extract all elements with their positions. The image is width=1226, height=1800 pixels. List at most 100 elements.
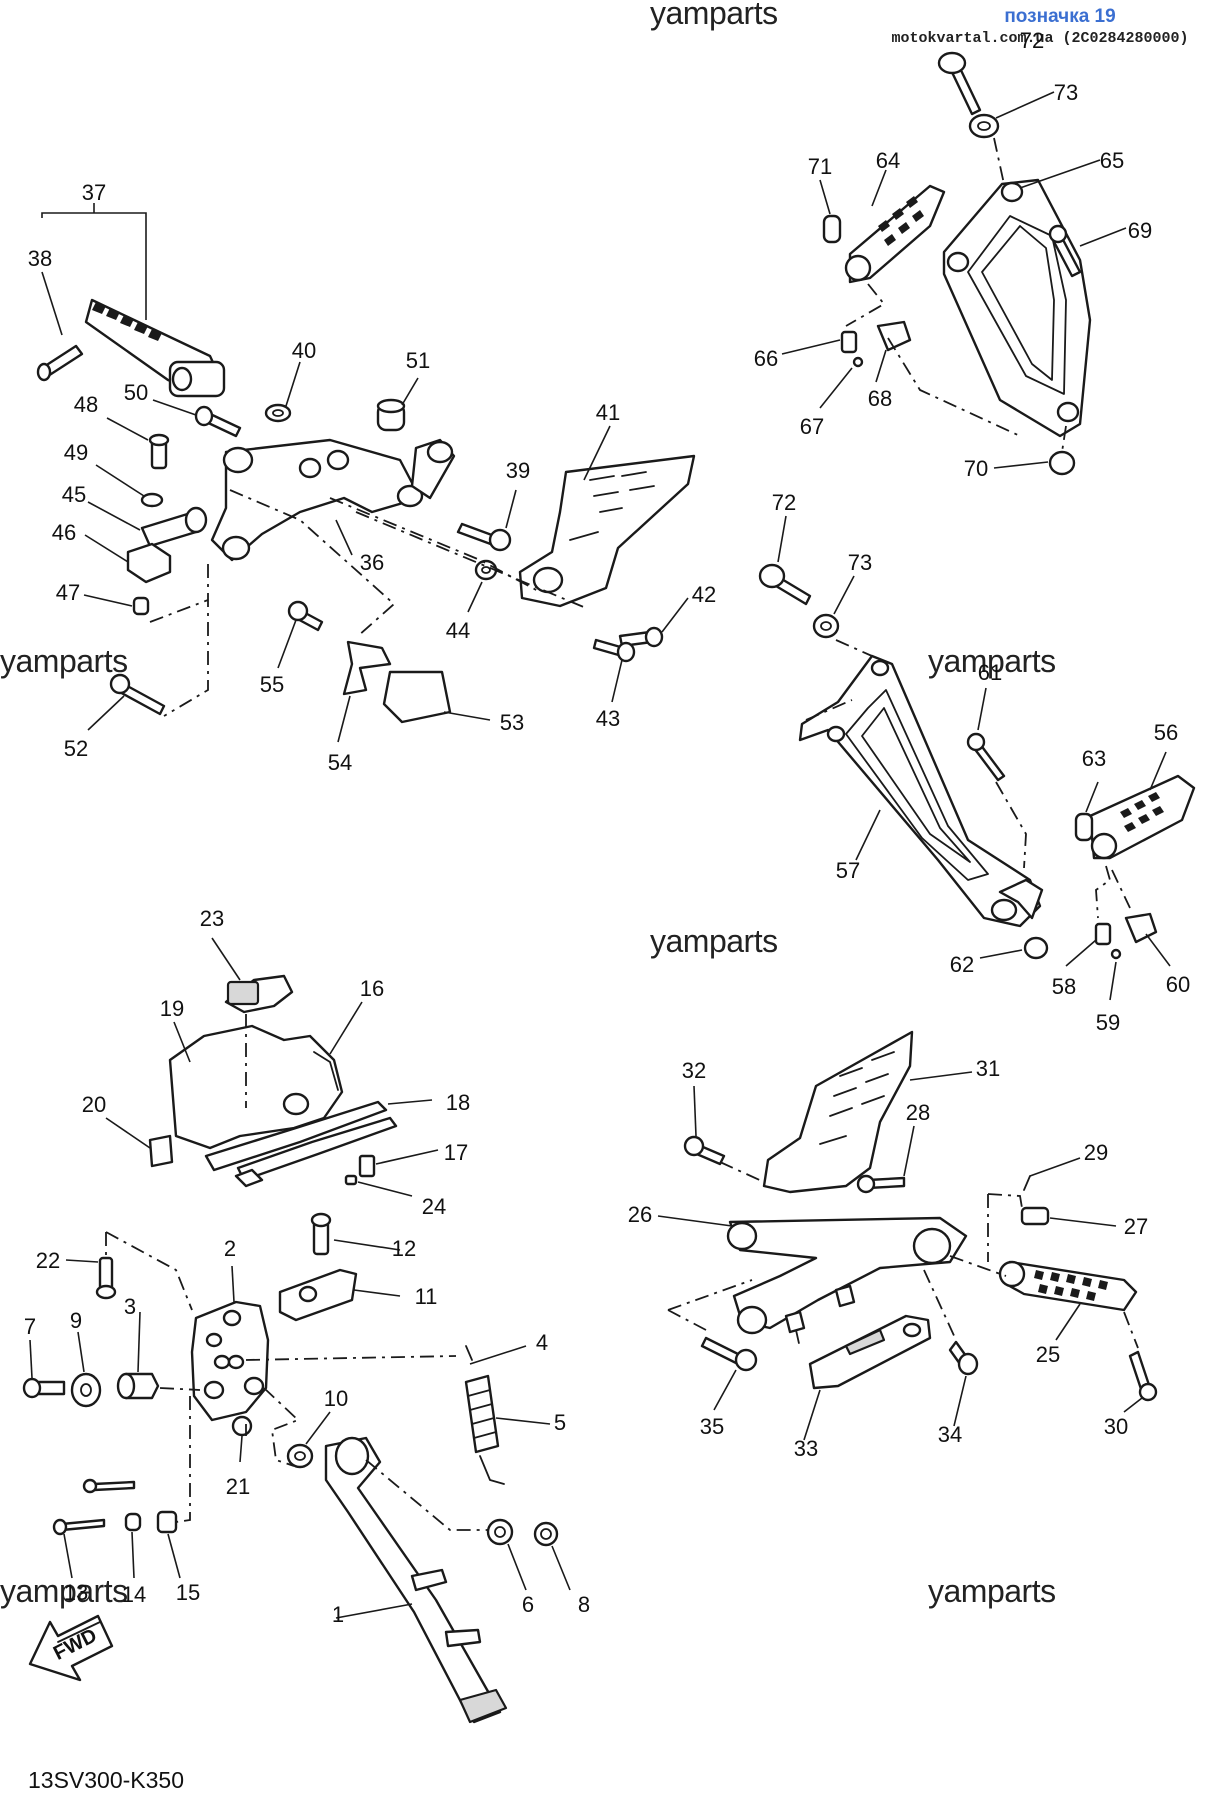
rider-footrest-right	[657, 1030, 1158, 1441]
callout-13: 13	[64, 1580, 88, 1605]
callout-14: 14	[122, 1582, 146, 1607]
callout-33: 33	[794, 1436, 818, 1461]
callout-37: 37	[82, 180, 106, 205]
callout-61: 61	[978, 660, 1002, 685]
callout-72-mid: 72	[772, 490, 796, 515]
callout-35: 35	[700, 1414, 724, 1439]
callout-31: 31	[976, 1056, 1000, 1081]
watermark-left-mid: yamparts	[0, 643, 128, 679]
callout-63: 63	[1082, 746, 1106, 771]
callout-26: 26	[628, 1202, 652, 1227]
callout-29: 29	[1084, 1140, 1108, 1165]
callout-69: 69	[1128, 218, 1152, 243]
callout-4: 4	[536, 1330, 548, 1355]
header-site: motokvartal.com.ua (2C0284280000)	[891, 30, 1188, 47]
callout-45: 45	[62, 482, 86, 507]
callout-42: 42	[692, 582, 716, 607]
callout-6: 6	[522, 1592, 534, 1617]
shift-pedal-assembly	[36, 203, 696, 743]
passenger-footpeg-upper	[848, 184, 946, 284]
watermark-top: yamparts	[650, 0, 778, 31]
callout-1: 1	[332, 1602, 344, 1627]
callout-62: 62	[950, 952, 974, 977]
callout-9: 9	[70, 1308, 82, 1333]
callout-65: 65	[1100, 148, 1124, 173]
callout-49: 49	[64, 440, 88, 465]
fwd-arrow-icon	[28, 1614, 114, 1682]
callout-73-mid: 73	[848, 550, 872, 575]
callout-66: 66	[754, 346, 778, 371]
callout-60: 60	[1166, 972, 1190, 997]
diagram-code: 13SV300-K350	[28, 1767, 184, 1793]
callout-55: 55	[260, 672, 284, 697]
callout-52: 52	[64, 736, 88, 761]
callout-11: 11	[415, 1284, 438, 1309]
rider-footrest-bracket	[210, 438, 422, 562]
callout-58: 58	[1052, 974, 1076, 999]
callout-2: 2	[224, 1236, 236, 1261]
callout-54: 54	[328, 750, 352, 775]
callout-53: 53	[500, 710, 524, 735]
callout-70: 70	[964, 456, 988, 481]
callout-57: 57	[836, 858, 860, 883]
callout-56: 56	[1154, 720, 1178, 745]
callout-17: 17	[444, 1140, 468, 1165]
callout-36: 36	[360, 550, 384, 575]
callout-48: 48	[74, 392, 98, 417]
header-ref-label: позначка 19	[1004, 6, 1115, 27]
watermark-right-mid: yamparts	[928, 643, 1056, 679]
right-footrest-bracket	[728, 1216, 968, 1330]
guard-cover	[168, 1024, 344, 1150]
callout-73-top: 73	[1054, 80, 1078, 105]
callout-22: 22	[36, 1248, 60, 1273]
callout-71: 71	[808, 154, 832, 179]
callout-67: 67	[800, 414, 824, 439]
passenger-footrest-lower	[758, 515, 1196, 1001]
callout-72-top: 72	[1020, 28, 1044, 53]
callout-15: 15	[176, 1580, 200, 1605]
callout-25: 25	[1036, 1342, 1060, 1367]
callout-28: 28	[906, 1100, 930, 1125]
callout-24: 24	[422, 1194, 446, 1219]
passenger-bracket-lower	[798, 654, 1042, 928]
callout-7: 7	[24, 1314, 36, 1339]
rider-footrest-plate	[518, 454, 696, 608]
callout-41: 41	[596, 400, 620, 425]
callout-18: 18	[446, 1090, 470, 1115]
sidestand-assembly	[22, 1212, 571, 1724]
right-footrest-plate	[762, 1030, 914, 1194]
callout-50: 50	[124, 380, 148, 405]
callout-8: 8	[578, 1592, 590, 1617]
callout-47: 47	[56, 580, 80, 605]
callout-38: 38	[28, 246, 52, 271]
watermark-center: yamparts	[650, 923, 778, 959]
callout-16: 16	[360, 976, 384, 1001]
callout-30: 30	[1104, 1414, 1128, 1439]
passenger-footrest-upper	[781, 51, 1127, 476]
callout-32: 32	[682, 1058, 706, 1083]
callout-labels: 37 38 40 51 50 48 49 45 46 47 41 39 36 4…	[24, 28, 1190, 1627]
callout-68: 68	[868, 386, 892, 411]
right-footpeg	[1004, 1260, 1138, 1312]
callout-3: 3	[124, 1294, 136, 1319]
callout-12: 12	[392, 1236, 416, 1261]
watermark-left-bottom: yamparts	[0, 1573, 128, 1609]
callout-5: 5	[554, 1410, 566, 1435]
callout-23: 23	[200, 906, 224, 931]
callout-39: 39	[506, 458, 530, 483]
callout-59: 59	[1096, 1010, 1120, 1035]
callout-40: 40	[292, 338, 316, 363]
callout-21: 21	[226, 1474, 250, 1499]
callout-19: 19	[160, 996, 184, 1021]
callout-46: 46	[52, 520, 76, 545]
callout-64: 64	[876, 148, 900, 173]
guard-assembly	[105, 937, 439, 1197]
callout-44: 44	[446, 618, 470, 643]
callout-20: 20	[82, 1092, 106, 1117]
callout-34: 34	[938, 1422, 962, 1447]
watermark-right-bottom: yamparts	[928, 1573, 1056, 1609]
callout-43: 43	[596, 706, 620, 731]
callout-10: 10	[324, 1386, 348, 1411]
